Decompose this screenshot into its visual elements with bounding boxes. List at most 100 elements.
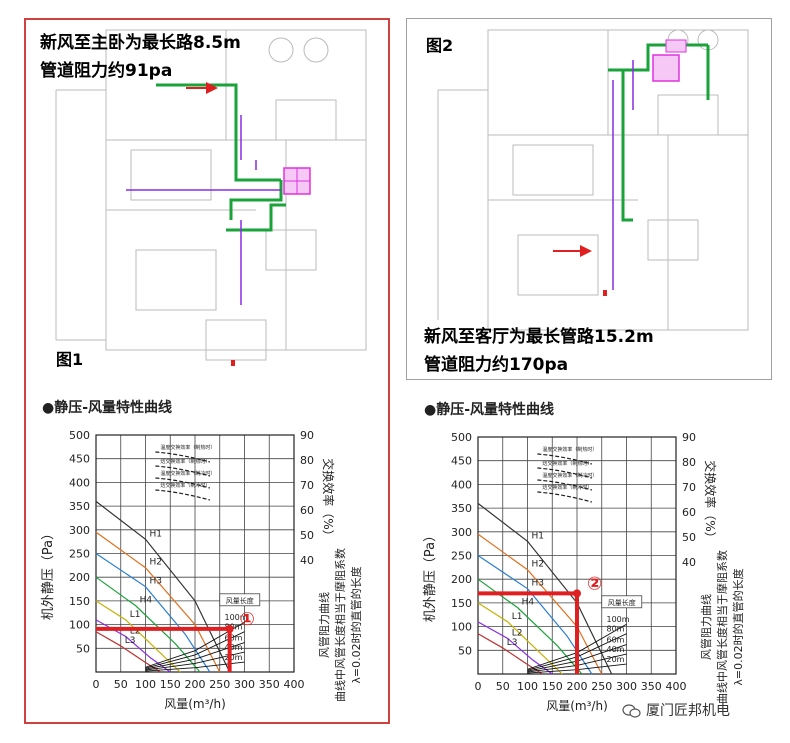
x-tick-label: 0 bbox=[475, 680, 482, 693]
x-axis-label: 风量(m³/h) bbox=[546, 699, 608, 713]
efficiency-curve bbox=[155, 489, 211, 501]
right-tick-label: 80 bbox=[682, 456, 696, 469]
efficiency-label: 焓交换效率（制冷时） bbox=[542, 484, 592, 491]
right-note-line: λ=0.02时的直管的长度 bbox=[349, 566, 363, 683]
curve-label-l3: L3 bbox=[507, 638, 518, 648]
right-tick-label: 50 bbox=[682, 531, 696, 544]
right-axis-label: 交换效率（%） bbox=[703, 460, 718, 543]
right-note-line: 风管阻力曲线 bbox=[699, 594, 713, 660]
y-tick-label: 450 bbox=[69, 453, 90, 466]
y-tick-label: 450 bbox=[451, 455, 472, 468]
y-tick-label: 50 bbox=[458, 644, 472, 657]
right-note-line: 风管阻力曲线 bbox=[317, 592, 331, 658]
legend-box-label: 风量长度 bbox=[226, 596, 254, 605]
curve-h2 bbox=[477, 533, 603, 675]
y-tick-label: 500 bbox=[451, 431, 472, 444]
wechat-icon bbox=[622, 704, 642, 718]
efficiency-curve bbox=[155, 477, 211, 489]
figure1-panel bbox=[24, 18, 390, 724]
duct-label-100m: 100m bbox=[607, 615, 630, 624]
efficiency-label: 温度交换效率（制冷时） bbox=[542, 472, 597, 479]
curve-h3 bbox=[477, 555, 593, 675]
right-note-line: 曲线中风管长度相当于摩阻系数 bbox=[333, 548, 347, 702]
duct-label-100m: 100m bbox=[225, 613, 248, 622]
efficiency-label: 温度交换效率（制热时） bbox=[542, 446, 597, 453]
duct-label-40m: 40m bbox=[225, 643, 243, 652]
y-tick-label: 300 bbox=[69, 524, 90, 537]
duct-label-20m: 20m bbox=[607, 655, 625, 664]
figure2-caption-line1: 新风至客厅为最长管路15.2m bbox=[424, 327, 654, 347]
curve-label-l3: L3 bbox=[125, 636, 136, 646]
right-tick-label: 40 bbox=[682, 556, 696, 569]
y-axis-label: 机外静压（Pa） bbox=[41, 527, 56, 620]
efficiency-curve bbox=[155, 451, 211, 463]
curve-h1 bbox=[477, 502, 613, 675]
operating-point-marker-1: ① bbox=[240, 609, 255, 630]
x-tick-label: 300 bbox=[616, 680, 637, 693]
y-tick-label: 50 bbox=[76, 642, 90, 655]
x-tick-label: 350 bbox=[259, 678, 280, 691]
duct-label-80m: 80m bbox=[607, 625, 625, 634]
right-tick-label: 90 bbox=[300, 429, 314, 442]
x-tick-label: 50 bbox=[496, 680, 510, 693]
curve-l2 bbox=[477, 621, 553, 675]
curve-label-h2: H2 bbox=[532, 560, 545, 570]
legend-box bbox=[219, 593, 261, 607]
x-tick-label: 400 bbox=[284, 678, 305, 691]
right-note-line: λ=0.02时的直管的长度 bbox=[731, 568, 745, 685]
curve-h3 bbox=[95, 553, 211, 673]
x-axis-label: 风量(m³/h) bbox=[164, 697, 226, 711]
figure2-caption-line2: 管道阻力约170pa bbox=[424, 355, 569, 375]
curve-label-h1: H1 bbox=[150, 529, 163, 539]
efficiency-label: 温度交换效率（制冷时） bbox=[160, 470, 215, 477]
y-tick-label: 200 bbox=[451, 573, 472, 586]
x-tick-label: 150 bbox=[160, 678, 181, 691]
operating-point bbox=[225, 624, 234, 633]
x-tick-label: 350 bbox=[641, 680, 662, 693]
legend-box bbox=[601, 595, 643, 609]
curve-label-h3: H3 bbox=[532, 579, 545, 589]
figure1-label: 图1 bbox=[56, 350, 84, 369]
efficiency-curve bbox=[537, 491, 593, 503]
right-tick-label: 90 bbox=[682, 431, 696, 444]
duct-label-80m: 80m bbox=[225, 623, 243, 632]
y-tick-label: 250 bbox=[451, 550, 472, 563]
right-tick-label: 50 bbox=[300, 529, 314, 542]
right-tick-label: 70 bbox=[682, 481, 696, 494]
x-tick-label: 150 bbox=[542, 680, 563, 693]
curve-h1 bbox=[95, 500, 231, 673]
y-tick-label: 100 bbox=[69, 619, 90, 632]
y-tick-label: 100 bbox=[451, 621, 472, 634]
y-tick-label: 400 bbox=[451, 478, 472, 491]
right-tick-label: 80 bbox=[300, 454, 314, 467]
right-note-line: 曲线中风管长度相当于摩阻系数 bbox=[715, 550, 729, 704]
x-tick-label: 250 bbox=[591, 680, 612, 693]
x-tick-label: 50 bbox=[114, 678, 128, 691]
right-tick-label: 60 bbox=[682, 506, 696, 519]
curve-label-h2: H2 bbox=[150, 558, 163, 568]
efficiency-label: 温度交换效率（制热时） bbox=[160, 444, 215, 451]
duct-label-40m: 40m bbox=[607, 645, 625, 654]
curve-h4 bbox=[95, 576, 201, 673]
right-tick-label: 40 bbox=[300, 554, 314, 567]
efficiency-curve bbox=[537, 453, 593, 465]
x-tick-label: 0 bbox=[93, 678, 100, 691]
duct-label-20m: 20m bbox=[225, 653, 243, 662]
y-tick-label: 350 bbox=[451, 502, 472, 515]
curve-label-h4: H4 bbox=[522, 598, 535, 608]
chart-title: ●静压-风量特性曲线 bbox=[424, 401, 554, 418]
x-tick-label: 100 bbox=[135, 678, 156, 691]
curve-label-h4: H4 bbox=[140, 596, 153, 606]
watermark-text: 厦门匠邦机电 bbox=[646, 703, 730, 719]
efficiency-label: 焓交换效率（制热时） bbox=[160, 458, 210, 465]
x-tick-label: 400 bbox=[666, 680, 687, 693]
y-tick-label: 150 bbox=[451, 597, 472, 610]
y-tick-label: 350 bbox=[69, 500, 90, 513]
floorplan-1 bbox=[55, 29, 367, 366]
x-tick-label: 250 bbox=[209, 678, 230, 691]
y-axis-label: 机外静压（Pa） bbox=[423, 529, 438, 622]
figure1-caption-line1: 新风至主卧为最长路8.5m bbox=[40, 33, 241, 53]
curve-h2 bbox=[95, 531, 221, 673]
duct-label-60m: 60m bbox=[225, 634, 243, 643]
